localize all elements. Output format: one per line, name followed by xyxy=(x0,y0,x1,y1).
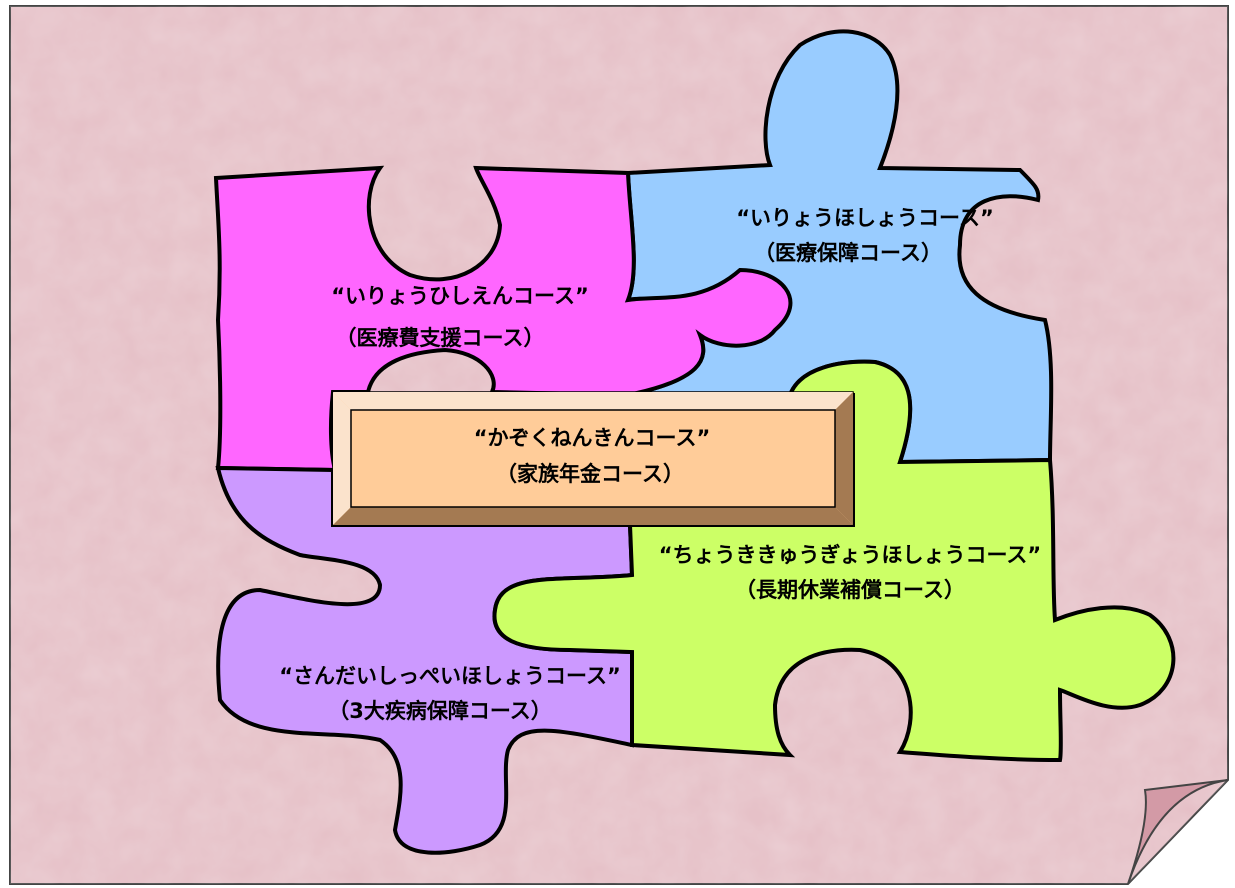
long-term-leave-subtitle: （長期休業補償コース） xyxy=(735,578,965,602)
long-term-leave-title: “ちょうききゅうぎょうほしょうコース” xyxy=(659,543,1042,567)
center-plate-bevel-bottom xyxy=(333,507,853,525)
page-curl xyxy=(1127,779,1229,885)
center-plate xyxy=(332,391,854,526)
three-major-diseases-title: “さんだいしっぺいほしょうコース” xyxy=(279,664,621,688)
family-pension-title: “かぞくねんきんコース” xyxy=(474,426,711,450)
medical-support-subtitle: （医療費支援コース） xyxy=(336,326,545,350)
center-plate-face xyxy=(350,409,836,508)
three-major-diseases-subtitle: （3大疾病保障コース） xyxy=(328,699,552,723)
family-pension-subtitle: （家族年金コース） xyxy=(496,462,684,486)
medical-support-title: “いりょうひしえんコース” xyxy=(331,284,589,308)
medical-security-subtitle: （医療保障コース） xyxy=(754,241,942,265)
center-plate-bevel-top xyxy=(333,392,853,410)
center-plate-bevel-right xyxy=(835,392,853,525)
center-plate-bevel-left xyxy=(333,392,351,525)
medical-security-title: “いりょうほしょうコース” xyxy=(736,206,994,230)
piece-long-term-leave xyxy=(492,359,1176,763)
